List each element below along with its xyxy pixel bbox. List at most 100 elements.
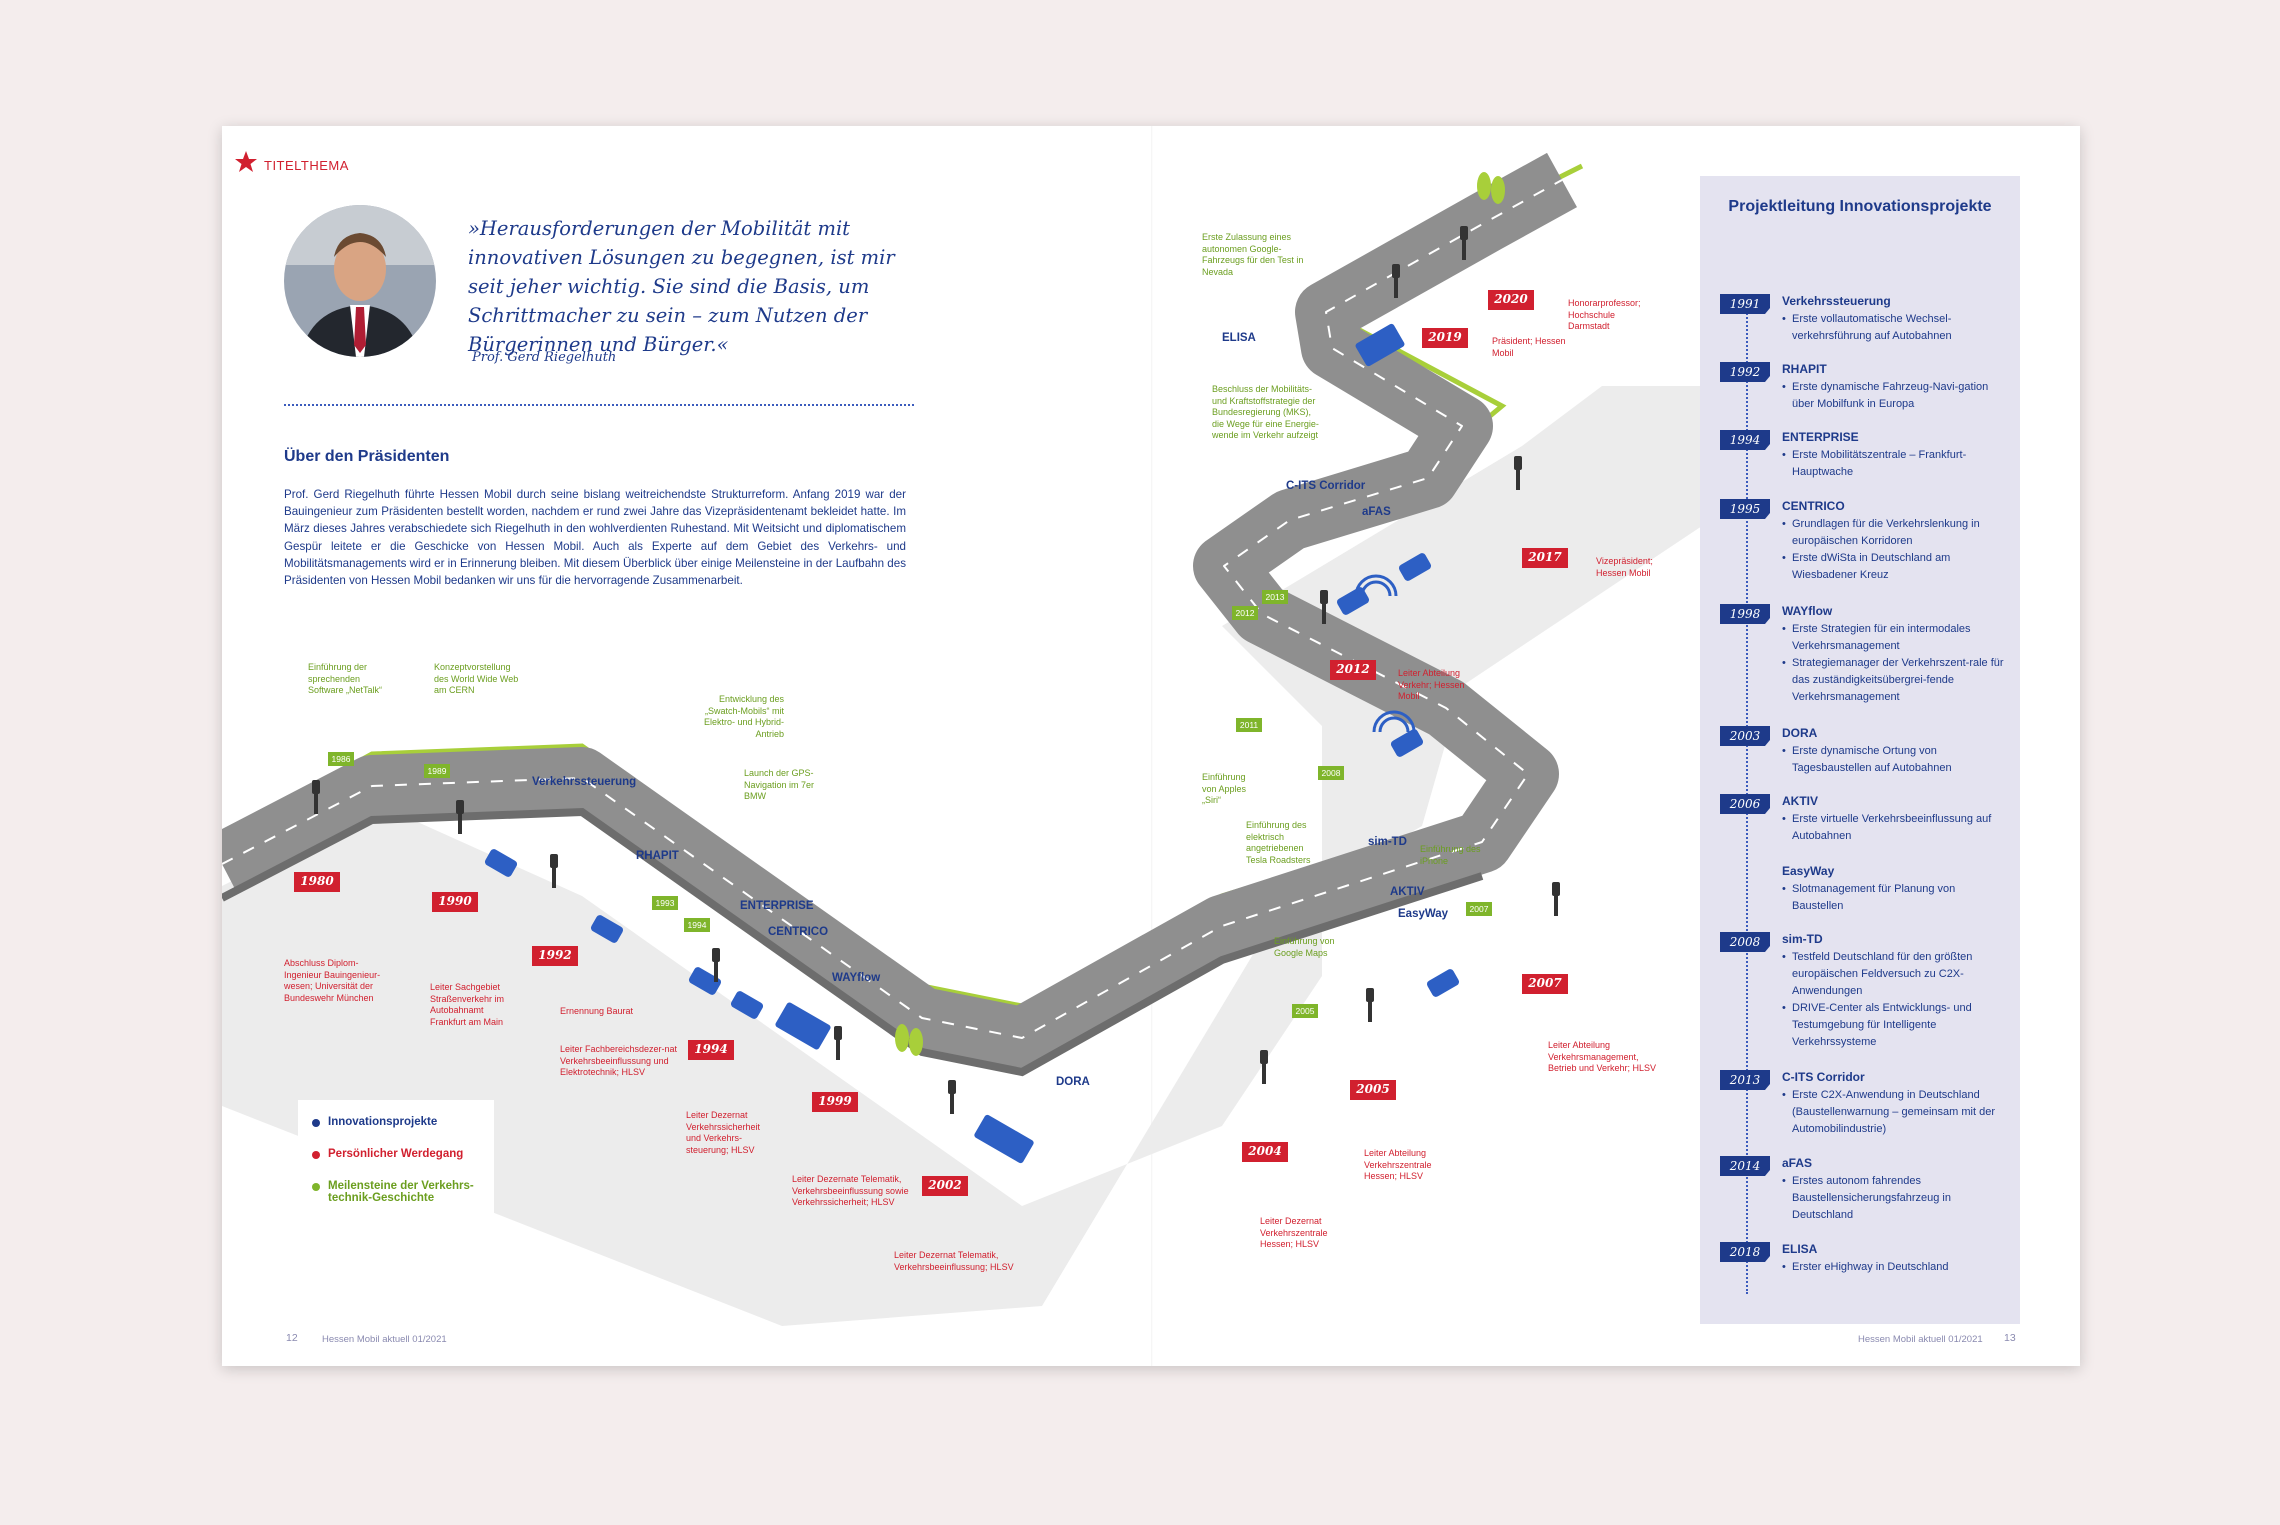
project-name: RHAPIT [1782,362,1827,376]
car-icon [1426,969,1460,997]
star-icon [235,151,257,172]
career-year-flag: 2005 [1350,1080,1396,1100]
bullet: Strategiemanager der Verkehrszent-rale f… [1782,655,2008,706]
body-text: Prof. Gerd Riegelhuth führte Hessen Mobi… [284,488,906,588]
project-label: C-ITS Corridor [1286,480,1366,492]
truck-icon [974,1114,1034,1164]
history-label: Einführung der sprechenden Software „Net… [308,662,383,695]
footer-title-right: Hessen Mobil aktuell 01/2021 [1858,1334,1983,1345]
career-label: Vizepräsident; Hessen Mobil [1596,556,1653,578]
road-edge [222,807,1484,1077]
panel-title: Projektleitung Innovationsprojekte [1728,198,1992,215]
legend-item: Innovationsprojekte [312,1116,437,1128]
career-year-flag: 1999 [812,1092,858,1112]
history-year-box: 2008 [1318,766,1344,780]
career-label: Leiter Abteilung Verkehr; Hessen Mobil [1398,668,1465,701]
project-name: ENTERPRISE [1782,430,1859,444]
bullet: Erster eHighway in Deutschland [1782,1259,2008,1276]
traffic-lights [312,226,1560,1114]
bullet: Erste virtuelle Verkehrsbeeinflussung au… [1782,811,2008,845]
career-label: Ernennung Baurat [560,1006,634,1016]
history-label: Einführung des iPhone [1420,844,1481,866]
year-flag: 2018 [1720,1242,1770,1262]
bullet: Erste dWiSta in Deutschland am Wiesbaden… [1782,550,2008,584]
project-name: ELISA [1782,1242,1818,1256]
career-label: Leiter Sachgebiet Straßenverkehr im Auto… [430,982,505,1027]
history-label: Einführung von Google Maps [1274,936,1335,958]
project-name: EasyWay [1782,864,1835,878]
divider [284,404,914,406]
project-name: AKTIV [1782,794,1818,808]
career-label: Leiter Dezernat Telematik, Verkehrsbeein… [894,1250,1014,1272]
year-flag: 1995 [1720,499,1770,519]
quote-author: Prof. Gerd Riegelhuth [472,350,617,365]
history-year-box: 1993 [652,896,678,910]
legend: Innovationsprojekte Persönlicher Werdega… [298,1100,494,1220]
truck-icon [1355,323,1405,367]
section-title: Über den Präsidenten [284,448,450,465]
history-year-box: 1986 [328,752,354,766]
legend-item: Persönlicher Werdegang [312,1148,463,1160]
wifi-icons [1354,574,1416,733]
project-name: aFAS [1782,1156,1813,1170]
history-label: Erste Zulassung eines autonomen Google-F… [1202,232,1304,277]
bullet: Erste vollautomatische Wechsel-verkehrsf… [1782,311,2008,345]
project-label: EasyWay [1398,908,1449,920]
project-name: sim-TD [1782,932,1823,946]
career-year-flag: 1980 [294,872,340,892]
project-label: RHAPIT [636,850,679,862]
bullet: Erste C2X-Anwendung in Deutschland (Baus… [1782,1087,2008,1138]
year-flag: 1994 [1720,430,1770,450]
career-year-flag: 2007 [1522,974,1568,994]
bus-icon [775,1002,831,1050]
year-flag: 2008 [1720,932,1770,952]
page-gutter [1151,126,1153,1366]
year-flag: 2006 [1720,794,1770,814]
red-dot-icon [312,1151,320,1159]
pull-quote: »Herausforderungen der Mobilität mit inn… [468,217,895,356]
bullet: Erstes autonom fahrendes Baustellensiche… [1782,1173,2008,1224]
history-label: Konzeptvorstellung des World Wide Web am… [434,662,519,695]
career-year-flag: 2020 [1488,290,1534,310]
page-number-right: 13 [2004,1332,2016,1344]
history-label: Einführung von Apples „Siri“ [1202,772,1247,805]
history-year-box: 2007 [1466,902,1492,916]
year-flag: 1998 [1720,604,1770,624]
career-year-flag: 1990 [432,892,478,912]
year-flag: 2013 [1720,1070,1770,1090]
career-label: Leiter Fachbereichsdezer-nat Verkehrsbee… [560,1044,678,1077]
career-year-flag: 2012 [1330,660,1376,680]
history-year-box: 2012 [1232,606,1258,620]
career-label: Leiter Abteilung Verkehrszentrale Hessen… [1364,1148,1432,1181]
project-name: WAYflow [1782,604,1833,618]
project-name: CENTRICO [1782,499,1845,513]
avatar [284,205,436,357]
trees [895,172,1505,1056]
project-label: CENTRICO [768,926,829,938]
bullet: Slotmanagement für Planung von Baustelle… [1782,881,2008,915]
project-name: Verkehrssteuerung [1782,294,1891,308]
car-icon [1398,553,1432,581]
project-label: ELISA [1222,332,1256,344]
year-flag: 1991 [1720,294,1770,314]
career-year-flag: 2017 [1522,548,1568,568]
career-year-flag: 2004 [1242,1142,1288,1162]
project-label: aFAS [1362,506,1391,518]
career-label: Honorarprofessor; Hochschule Darmstadt [1568,298,1641,331]
career-year-flag: 1992 [532,946,578,966]
bullet: Grundlagen für die Verkehrslenkung in eu… [1782,516,2008,550]
history-year-box: 2011 [1236,718,1262,732]
history-label: Launch der GPS-Navigation im 7er BMW [744,768,815,801]
bullet: DRIVE-Center als Entwicklungs- und Testu… [1782,1000,2008,1051]
project-label: sim-TD [1368,836,1407,848]
bullet: Erste dynamische Ortung von Tagesbaustel… [1782,743,2008,777]
green-dot-icon [312,1183,320,1191]
project-label: AKTIV [1390,886,1425,898]
magazine-spread: TITELTHEMA »Herausforderungen der Mobili… [222,126,2080,1366]
history-year-box: 2005 [1292,1004,1318,1018]
section-kicker: TITELTHEMA [264,158,349,173]
career-year-flag: 2019 [1422,328,1468,348]
project-label: WAYflow [832,972,881,984]
car-icon [688,967,722,995]
project-name: C-ITS Corridor [1782,1070,1865,1084]
